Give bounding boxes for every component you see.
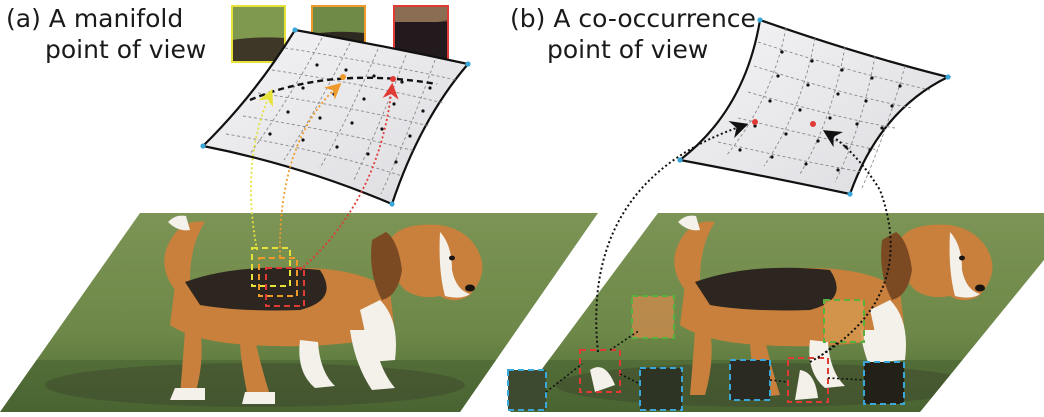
manifold-b-surface [677,18,952,196]
arrow-orange [279,82,342,258]
arrow-black-left [595,121,749,353]
embedded-point-b-left [752,119,758,125]
patch-box-orange [258,257,298,297]
manifold-a-control-point [465,61,471,67]
dog-a [164,215,483,404]
patch-box-blue [863,361,905,405]
image-plane-a [0,213,598,412]
manifold-b-control-point [757,17,763,23]
patch-box-blue [639,367,683,411]
manifold-a-control-point [292,27,298,33]
mapping-arrows-a [250,82,399,271]
patch-box-green-left [631,295,675,339]
manifold-b [677,17,952,197]
patch-box-red [265,267,305,307]
manifold-b-control-point [847,191,853,197]
patch-box-red-right [787,357,829,403]
patch-box-green-right [823,299,865,343]
arrow-black-right [809,130,892,363]
panel-a-title-line2: point of view [45,35,206,64]
mapping-arrows-b [595,121,892,363]
embedded-point-b-right [810,121,816,127]
manifold-b-control-point [677,157,683,163]
panel-b-title-line1: (b) A co-occurrence [510,4,756,33]
panel-a-title-line1: (a) A manifold [6,4,183,33]
patch-boxes-a [251,247,305,307]
inset-patch-yellow [231,5,286,63]
manifold-a-control-point [200,143,206,149]
context-patches-b [508,296,904,410]
image-plane-b [507,213,1044,412]
manifold-a-grid [225,37,457,195]
patch-boxes-b [507,295,905,411]
manifold-a [200,27,471,207]
patch-box-yellow [251,247,291,287]
panel-b-title-line2: point of view [547,35,708,64]
patch-box-blue [507,369,547,411]
embedded-point-red [390,76,396,82]
patch-box-red-left [579,349,621,393]
manifold-b-control-point [945,74,951,80]
manifold-a-control-point [389,201,395,207]
patch-connectors-b [545,329,865,393]
manifold-b-grid [717,27,931,189]
embedded-point-orange [340,74,346,80]
